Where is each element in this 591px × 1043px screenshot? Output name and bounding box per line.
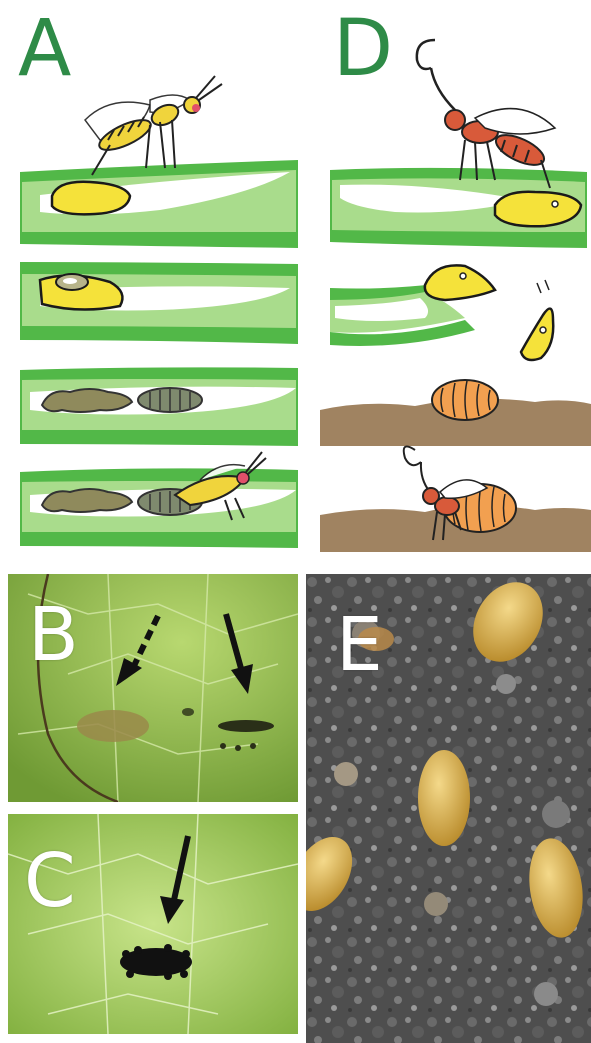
d-wasp-icon xyxy=(417,40,555,188)
a-row1-larva xyxy=(52,182,130,215)
a-row4-leaf xyxy=(20,452,298,548)
a-row3-leaf xyxy=(20,367,298,446)
d-row2-leaf xyxy=(330,265,553,360)
d-row4-soil xyxy=(320,446,591,552)
panel-d: D xyxy=(305,0,591,560)
panel-label-a: A xyxy=(18,10,71,88)
panel-b: B xyxy=(8,574,298,802)
d-row3-soil xyxy=(320,380,591,446)
a-row2-leaf xyxy=(20,262,298,344)
panel-label-d: D xyxy=(333,10,393,88)
panel-c: C xyxy=(8,814,298,1034)
a-wasp-icon xyxy=(85,76,222,175)
panel-label-c: C xyxy=(24,844,76,918)
pupa-icon xyxy=(418,750,470,846)
panel-a: A xyxy=(0,0,305,560)
panel-label-e: E xyxy=(336,608,383,682)
panel-e: E xyxy=(306,574,591,1043)
panel-label-b: B xyxy=(28,598,79,672)
